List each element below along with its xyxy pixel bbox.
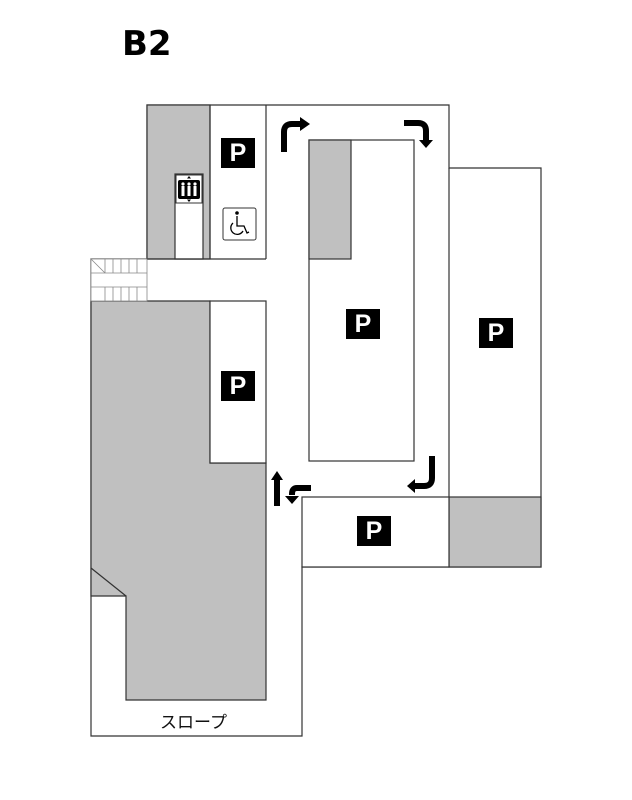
parking-sign: P (221, 371, 255, 401)
parking-sign: P (346, 309, 380, 339)
floor-label: B2 (122, 24, 172, 64)
direction-arrow-icon (274, 120, 435, 506)
wheelchair-accessible-icon (222, 207, 257, 241)
restricted-area-right (448, 496, 542, 568)
elevator-icon (175, 174, 203, 204)
stairs-icon (90, 258, 148, 302)
restricted-area-center (308, 139, 352, 260)
parking-sign: P (357, 516, 391, 546)
parking-sign: P (479, 318, 513, 348)
parking-sign: P (221, 138, 255, 168)
direction-arrow-head (271, 117, 433, 504)
slope-label: スロープ (160, 713, 227, 733)
